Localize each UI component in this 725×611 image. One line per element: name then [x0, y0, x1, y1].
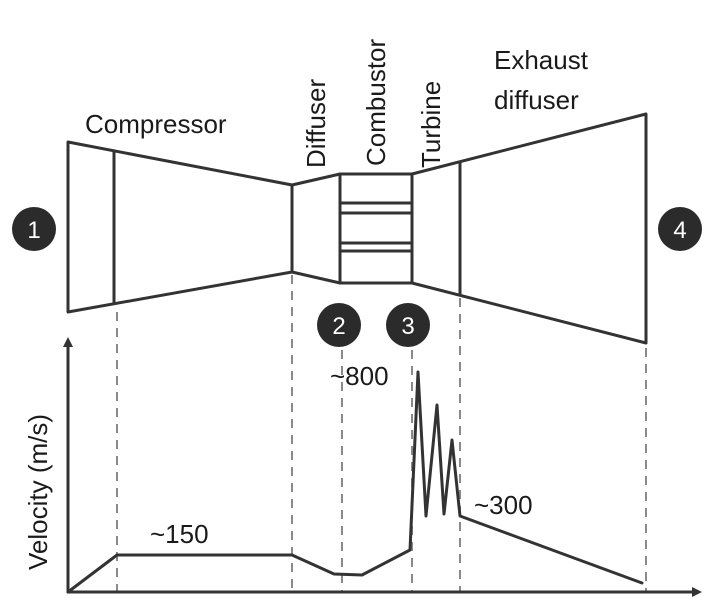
station-badge-3: 3: [386, 303, 430, 347]
exhaust-velocity-annotation: ~300: [474, 490, 533, 520]
combustor-label: Combustor: [361, 39, 391, 166]
diffuser-label: Diffuser: [301, 79, 331, 168]
velocity-profile-line: [66, 370, 644, 594]
svg-text:3: 3: [401, 313, 414, 340]
engine-schematic: [66, 112, 648, 345]
station-badge-1: 1: [12, 207, 56, 251]
compressor-velocity-annotation: ~150: [150, 519, 209, 549]
turbine-inlet-velocity-annotation: ~800: [330, 361, 389, 391]
turbine-exhaust-section: [410, 112, 648, 345]
station-badge-4: 4: [658, 207, 702, 251]
svg-text:2: 2: [332, 313, 345, 340]
station-guide-lines: [116, 275, 647, 592]
exhaust-label-line1: Exhaust: [494, 45, 589, 75]
turbine-label: Turbine: [416, 81, 446, 168]
station-badge-2: 2: [317, 303, 361, 347]
y-axis-label: Velocity (m/s): [23, 414, 53, 570]
compressor-label: Compressor: [85, 109, 227, 139]
combustor-section: [338, 172, 414, 285]
exhaust-label-line2: diffuser: [494, 85, 579, 115]
diffuser-section: [290, 172, 342, 285]
svg-text:1: 1: [27, 217, 40, 244]
compressor-section: [66, 140, 294, 314]
svg-text:4: 4: [673, 217, 686, 244]
